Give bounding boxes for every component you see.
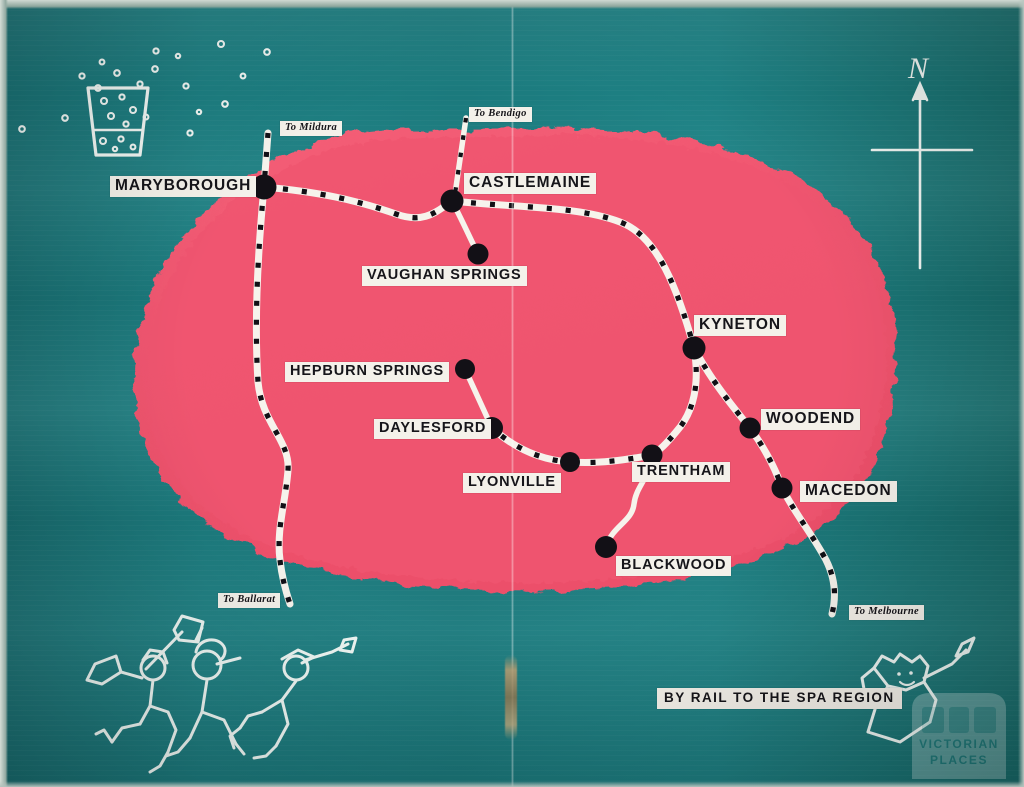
town-label-kyneton: KYNETON bbox=[694, 315, 787, 336]
town-label-maryborough: MARYBOROUGH bbox=[110, 176, 257, 197]
town-dot-hepburn-springs bbox=[455, 359, 475, 379]
paper-edge-bottom bbox=[0, 781, 1024, 787]
paper-fold-crease bbox=[511, 0, 514, 787]
compass-north-label: N bbox=[907, 52, 930, 85]
town-label-woodend: WOODEND bbox=[761, 409, 861, 430]
route-label-to-ballarat: To Ballarat bbox=[218, 593, 281, 608]
route-label-to-mildura: To Mildura bbox=[280, 121, 343, 136]
route-label-to-melbourne: To Melbourne bbox=[849, 605, 924, 620]
town-dot-blackwood bbox=[595, 536, 617, 558]
paper-edge-left bbox=[0, 0, 8, 787]
victorian-places-watermark: VICTORIAN PLACES bbox=[904, 687, 1014, 779]
paper-tear bbox=[505, 655, 517, 740]
town-dot-macedon bbox=[771, 477, 793, 499]
town-dot-castlemaine bbox=[440, 189, 464, 213]
map-caption: BY RAIL TO THE SPA REGION bbox=[657, 688, 902, 709]
town-label-castlemaine: CASTLEMAINE bbox=[464, 173, 597, 194]
town-label-trentham: TRENTHAM bbox=[632, 462, 731, 482]
town-label-macedon: MACEDON bbox=[800, 481, 897, 502]
town-dot-lyonville bbox=[560, 452, 580, 472]
route-label-to-bendigo: To Bendigo bbox=[469, 107, 532, 122]
town-label-vaughan-springs: VAUGHAN SPRINGS bbox=[362, 266, 527, 286]
town-dot-vaughan-springs bbox=[467, 243, 489, 265]
town-label-blackwood: BLACKWOOD bbox=[616, 556, 732, 576]
town-dot-trentham bbox=[641, 444, 663, 466]
town-label-daylesford: DAYLESFORD bbox=[374, 419, 492, 439]
town-dot-woodend bbox=[739, 417, 761, 439]
town-label-hepburn-springs: HEPBURN SPRINGS bbox=[285, 362, 450, 382]
town-dot-kyneton bbox=[682, 336, 706, 360]
paper-edge-right bbox=[1018, 0, 1024, 787]
watermark-line-2: PLACES bbox=[929, 753, 989, 767]
paper-edge-top bbox=[0, 0, 1024, 9]
town-dot-maryborough bbox=[251, 174, 277, 200]
watermark-line-1: VICTORIAN bbox=[919, 737, 999, 751]
town-label-lyonville: LYONVILLE bbox=[463, 473, 561, 493]
